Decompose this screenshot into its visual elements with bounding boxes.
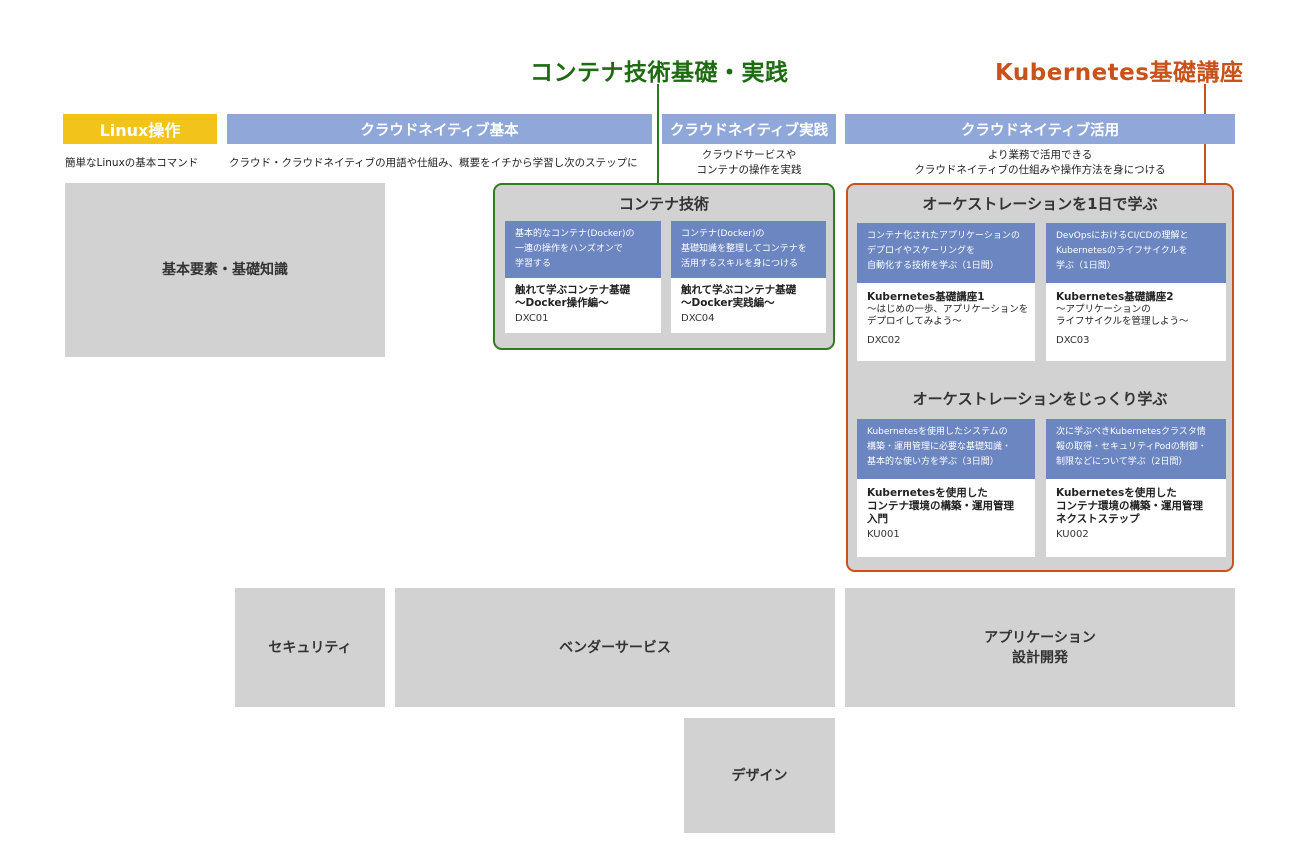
block-application-design-label: アプリケーション 設計開発 (984, 628, 1096, 668)
card-summary-line: 次に学ぶべきKubernetesクラスタ情 (1056, 427, 1206, 437)
header-linux: Linux操作 (63, 114, 217, 144)
card-summary-line: Kubernetesを使用したシステムの (867, 427, 1008, 437)
desc-linux: 簡単なLinuxの基本コマンド (65, 157, 199, 169)
course-card-summary: Kubernetesを使用したシステムの 構築・運用管理に必要な基礎知識・ 基本… (857, 419, 1035, 479)
course-title: 触れて学ぶコンテナ基礎 (515, 284, 631, 296)
course-code: KU001 (867, 529, 900, 540)
course-title: Kubernetes基礎講座2 (1056, 291, 1174, 303)
block-security[interactable]: セキュリティ (235, 588, 385, 707)
course-title: Kubernetesを使用した (1056, 487, 1177, 499)
course-title: Kubernetes基礎講座1 (867, 291, 985, 303)
card-summary-line: 学習する (515, 259, 552, 269)
card-summary-line: Kubernetesのライフサイクルを (1056, 246, 1188, 256)
group-orchestration-1day-title: オーケストレーションを1日で学ぶ (922, 195, 1158, 213)
desc-cloud-native-practice-line1: クラウドサービスや (701, 149, 797, 161)
header-cloud-native-applied: クラウドネイティブ活用 (845, 114, 1235, 144)
course-card-summary: 基本的なコンテナ(Docker)の 一連の操作をハンズオンで 学習する (505, 221, 661, 278)
block-basic-knowledge-label: 基本要素・基礎知識 (162, 262, 288, 278)
card-summary-line: 基本的な使い方を学ぶ（3日間） (867, 457, 999, 467)
course-card-dxc03[interactable]: DevOpsにおけるCI/CDの理解と Kubernetesのライフサイクルを … (1046, 223, 1226, 361)
course-card-summary: コンテナ化されたアプリケーションの デプロイやスケーリングを 自動化する技術を学… (857, 223, 1035, 283)
desc-cloud-native-applied: より業務で活用できる クラウドネイティブの仕組みや操作方法を身につける (845, 148, 1235, 178)
group-container-tech-title: コンテナ技術 (618, 195, 709, 213)
course-card-ku001[interactable]: Kubernetesを使用したシステムの 構築・運用管理に必要な基礎知識・ 基本… (857, 419, 1035, 557)
desc-cloud-native-applied-line2: クラウドネイティブの仕組みや操作方法を身につける (914, 164, 1166, 176)
course-title: コンテナ環境の構築・運用管理 (867, 500, 1014, 512)
block-vendor-services-label: ベンダーサービス (559, 639, 671, 656)
course-code: DXC01 (515, 313, 549, 324)
block-application-design-line1: アプリケーション (984, 629, 1096, 646)
card-summary-line: 構築・運用管理に必要な基礎知識・ (867, 442, 1012, 452)
card-summary-line: 学ぶ（1日間） (1056, 261, 1116, 271)
card-summary-line: 報の取得・セキュリティPodの制御・ (1056, 442, 1207, 452)
course-title: 〜Docker操作編〜 (515, 297, 609, 309)
header-cloud-native-practice: クラウドネイティブ実践 (662, 114, 836, 144)
card-summary-line: デプロイやスケーリングを (867, 246, 976, 256)
block-security-label: セキュリティ (268, 639, 352, 656)
card-summary-line: 活用するスキルを身につける (681, 259, 799, 269)
course-title: Kubernetesを使用した (867, 487, 988, 499)
course-card-dxc04[interactable]: コンテナ(Docker)の 基礎知識を整理してコンテナを 活用するスキルを身につ… (671, 221, 826, 333)
course-code: KU002 (1056, 529, 1089, 540)
group-kubernetes: オーケストレーションを1日で学ぶ コンテナ化されたアプリケーションの デプロイや… (846, 183, 1234, 572)
course-card-summary: コンテナ(Docker)の 基礎知識を整理してコンテナを 活用するスキルを身につ… (671, 221, 826, 278)
group-container-tech: コンテナ技術 基本的なコンテナ(Docker)の 一連の操作をハンズオンで 学習… (493, 183, 835, 350)
header-cloud-native-basic: クラウドネイティブ基本 (227, 114, 652, 144)
card-summary-line: 自動化する技術を学ぶ（1日間） (867, 261, 999, 271)
card-summary-line: 基礎知識を整理してコンテナを (681, 244, 807, 254)
course-title: 入門 (867, 513, 888, 525)
course-code: DXC03 (1056, 335, 1090, 346)
block-design[interactable]: デザイン (684, 718, 835, 833)
desc-cloud-native-practice: クラウドサービスや コンテナの操作を実践 (662, 148, 836, 178)
course-card-summary: DevOpsにおけるCI/CDの理解と Kubernetesのライフサイクルを … (1046, 223, 1226, 283)
course-title: 〜Docker実践編〜 (681, 297, 775, 309)
course-subtitle: 〜アプリケーションの (1056, 304, 1151, 315)
course-subtitle: ライフサイクルを管理しよう〜 (1056, 316, 1189, 327)
card-summary-line: コンテナ(Docker)の (681, 229, 765, 239)
callout-container-line (657, 84, 659, 184)
desc-cloud-native-applied-line1: より業務で活用できる (987, 149, 1093, 161)
card-summary-line: コンテナ化されたアプリケーションの (867, 231, 1020, 241)
block-vendor-services[interactable]: ベンダーサービス (395, 588, 835, 707)
desc-cloud-native-basic: クラウド・クラウドネイティブの用語や仕組み、概要をイチから学習し次のステップに (229, 157, 638, 169)
card-summary-line: 制限などについて学ぶ（2日間） (1056, 457, 1188, 467)
course-title: ネクストステップ (1056, 513, 1140, 525)
block-application-design-line2: 設計開発 (1011, 649, 1068, 666)
course-title: コンテナ環境の構築・運用管理 (1056, 500, 1203, 512)
course-card-summary: 次に学ぶべきKubernetesクラスタ情 報の取得・セキュリティPodの制御・… (1046, 419, 1226, 479)
block-basic-knowledge[interactable]: 基本要素・基礎知識 (65, 183, 385, 357)
course-card-dxc02[interactable]: コンテナ化されたアプリケーションの デプロイやスケーリングを 自動化する技術を学… (857, 223, 1035, 361)
group-orchestration-deep-title: オーケストレーションをじっくり学ぶ (912, 390, 1168, 408)
callout-container-basics: コンテナ技術基礎・実践 (530, 60, 789, 86)
callout-kubernetes-basics: Kubernetes基礎講座 (995, 60, 1244, 86)
course-title: 触れて学ぶコンテナ基礎 (681, 284, 797, 296)
desc-cloud-native-practice-line2: コンテナの操作を実践 (696, 164, 802, 176)
course-card-ku002[interactable]: 次に学ぶべきKubernetesクラスタ情 報の取得・セキュリティPodの制御・… (1046, 419, 1226, 557)
course-code: DXC04 (681, 313, 715, 324)
course-subtitle: デプロイしてみよう〜 (867, 316, 962, 327)
card-summary-line: DevOpsにおけるCI/CDの理解と (1056, 231, 1189, 241)
course-code: DXC02 (867, 335, 901, 346)
course-subtitle: 〜はじめの一歩、アプリケーションを (867, 304, 1029, 315)
card-summary-line: 基本的なコンテナ(Docker)の (515, 229, 635, 239)
course-card-dxc01[interactable]: 基本的なコンテナ(Docker)の 一連の操作をハンズオンで 学習する 触れて学… (505, 221, 661, 333)
block-design-label: デザイン (731, 767, 788, 784)
card-summary-line: 一連の操作をハンズオンで (515, 244, 623, 254)
block-application-design[interactable]: アプリケーション 設計開発 (845, 588, 1235, 707)
